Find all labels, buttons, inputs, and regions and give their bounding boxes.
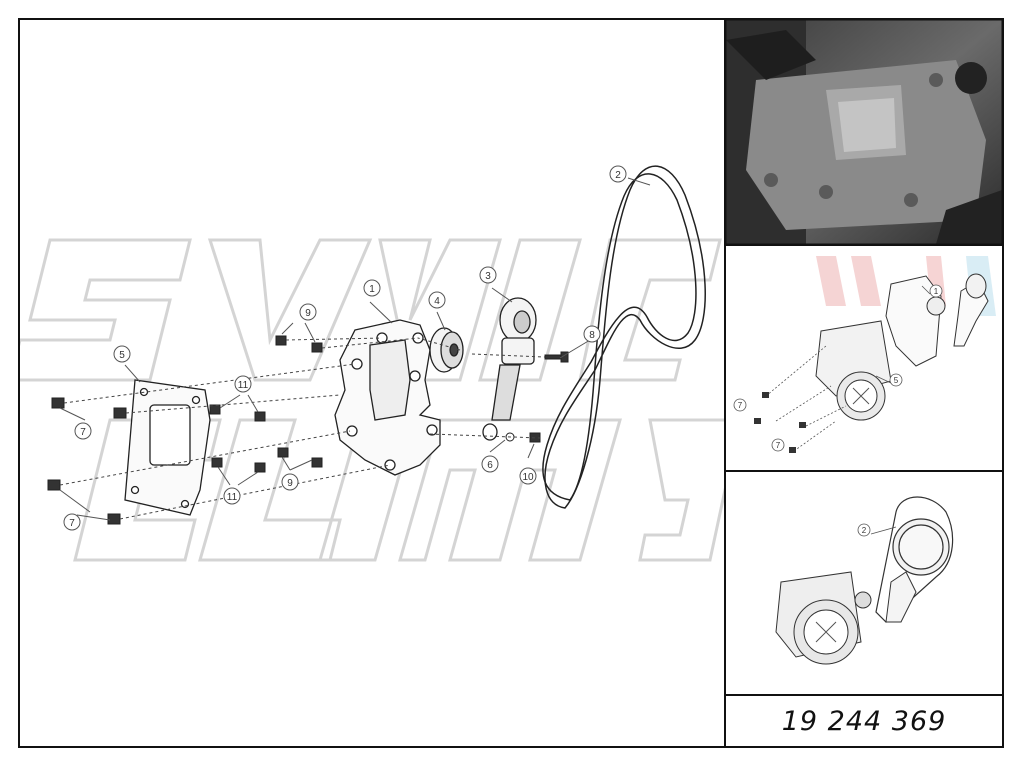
callout-6: 6 <box>487 460 493 471</box>
installed-view-drawing: 1 5 7 7 <box>733 256 996 453</box>
belt-routing-view: 2 <box>726 472 1002 696</box>
engine-photo-image <box>726 20 1002 244</box>
installed-callout-7a: 7 <box>738 401 743 410</box>
engine-photo <box>726 20 1002 246</box>
installed-callout-5: 5 <box>894 376 899 385</box>
adapter-plate <box>124 379 211 516</box>
drawing-frame: 1 2 3 4 5 6 7 7 8 9 9 10 11 11 <box>8 18 1004 748</box>
callout-4: 4 <box>434 296 440 307</box>
callout-9a: 9 <box>305 308 311 319</box>
belt-callout-2: 2 <box>862 526 867 535</box>
belt-tensioner <box>482 297 537 441</box>
part-number-box: 19 244 369 <box>726 696 1002 746</box>
callout-10: 10 <box>522 472 534 483</box>
callout-1: 1 <box>369 284 375 295</box>
installed-callout-1: 1 <box>934 287 939 296</box>
installed-watermark <box>816 256 946 306</box>
mounting-bracket <box>334 319 441 476</box>
callout-5: 5 <box>119 350 125 361</box>
callout-7a: 7 <box>80 427 86 438</box>
belt-routing-drawing: 2 <box>775 496 954 665</box>
idler-pulley <box>429 327 464 373</box>
part-number: 19 244 369 <box>781 705 947 737</box>
reference-views-column: 1 5 7 7 <box>724 20 1002 746</box>
exploded-view-drawing: 1 2 3 4 5 6 7 7 8 9 9 10 11 11 <box>8 165 742 562</box>
alignment-lines <box>59 337 546 520</box>
drive-belt <box>542 165 706 509</box>
installed-callout-7b: 7 <box>776 441 781 450</box>
callout-11a: 11 <box>238 380 249 391</box>
callout-7b: 7 <box>69 518 75 529</box>
callout-8: 8 <box>589 330 595 341</box>
callout-2: 2 <box>615 170 621 181</box>
callout-3: 3 <box>485 271 491 282</box>
callout-9b: 9 <box>287 478 293 489</box>
installed-view: 1 5 7 7 <box>726 246 1002 472</box>
callouts <box>59 165 651 531</box>
watermark-logo <box>8 238 742 562</box>
callout-11b: 11 <box>227 492 238 503</box>
exploded-view-panel: 1 2 3 4 5 6 7 7 8 9 9 10 11 11 <box>8 20 742 746</box>
callout-labels: 1 2 3 4 5 6 7 7 8 9 9 10 11 11 <box>69 170 621 529</box>
